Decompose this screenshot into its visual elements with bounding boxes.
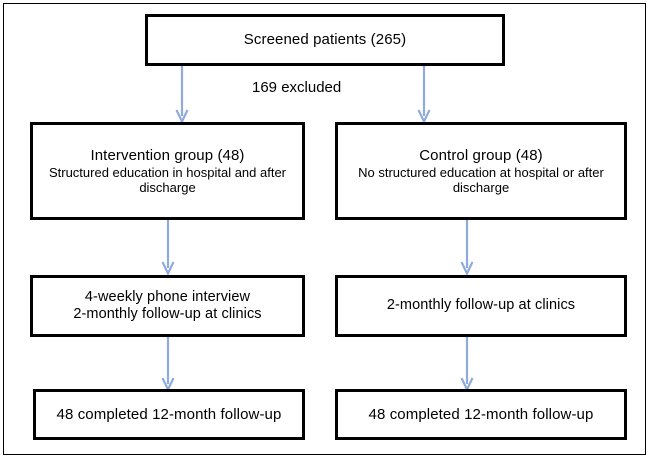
node-screened-patients-label: Screened patients (265) bbox=[243, 31, 407, 49]
node-intervention-followup-line1: 4-weekly phone interview bbox=[84, 288, 251, 305]
node-control-completed-label: 48 completed 12-month follow-up bbox=[368, 405, 594, 423]
node-intervention-completed: 48 completed 12-month follow-up bbox=[33, 389, 305, 440]
figure-border bbox=[3, 3, 646, 455]
arrow-intervention-to-followup bbox=[156, 220, 180, 277]
node-screened-patients: Screened patients (265) bbox=[145, 14, 505, 66]
node-control-followup: 2-monthly follow-up at clinics bbox=[335, 275, 627, 337]
arrow-screened-to-intervention bbox=[170, 66, 194, 125]
arrow-control-to-followup bbox=[455, 220, 479, 277]
node-intervention-group-title: Intervention group (48) bbox=[90, 146, 245, 164]
annotation-excluded-count: 169 excluded bbox=[252, 79, 342, 96]
node-intervention-group-detail: Structured education in hospital and aft… bbox=[48, 164, 287, 195]
node-intervention-group: Intervention group (48) Structured educa… bbox=[30, 122, 305, 220]
arrow-intervention-followup-to-completed bbox=[156, 337, 180, 393]
arrow-control-followup-to-completed bbox=[455, 337, 479, 393]
arrow-screened-to-control bbox=[412, 66, 436, 125]
node-intervention-followup: 4-weekly phone interview 2-monthly follo… bbox=[30, 275, 305, 337]
node-intervention-followup-line2: 2-monthly follow-up at clinics bbox=[73, 306, 262, 322]
node-control-completed: 48 completed 12-month follow-up bbox=[335, 389, 627, 440]
node-control-followup-line1: 2-monthly follow-up at clinics bbox=[386, 297, 576, 314]
node-control-group-detail: No structured education at hospital or a… bbox=[358, 164, 604, 195]
node-control-group: Control group (48) No structured educati… bbox=[335, 122, 627, 220]
node-control-group-title: Control group (48) bbox=[419, 146, 543, 164]
node-intervention-completed-label: 48 completed 12-month follow-up bbox=[56, 405, 282, 423]
